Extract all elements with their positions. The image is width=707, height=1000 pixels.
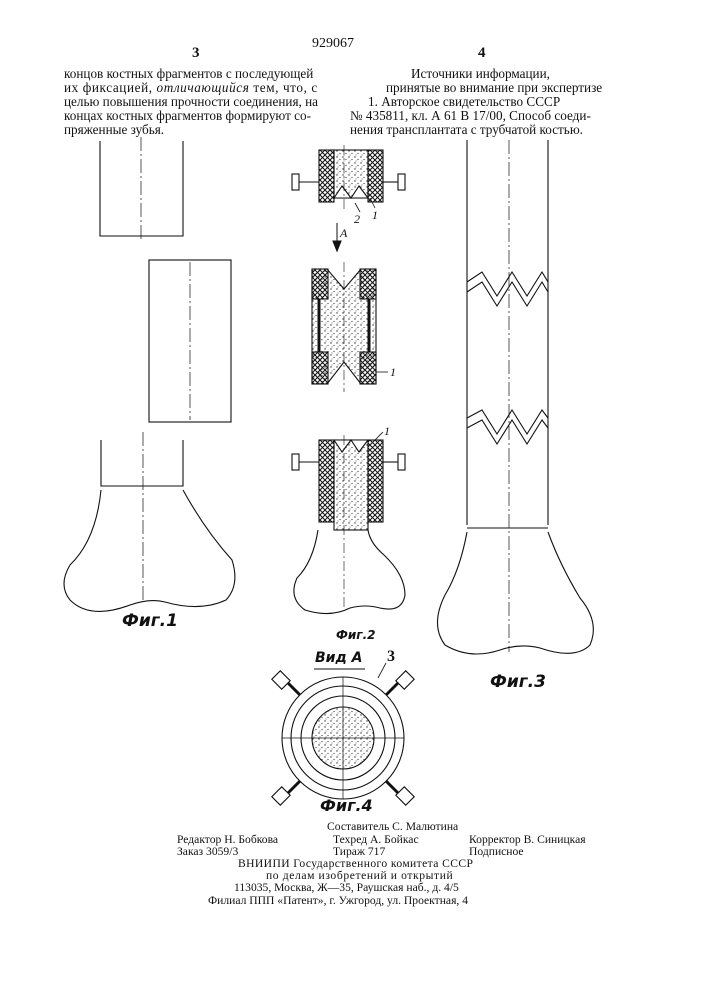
imprint-branch: Филиал ППП «Патент», г. Ужгород, ул. Про… bbox=[208, 895, 468, 908]
reference-2: 2 bbox=[354, 212, 360, 227]
imprint-composer: Составитель С. Малютина bbox=[327, 821, 458, 834]
reference-1-bottom: 1 bbox=[384, 424, 390, 439]
fig3-drawing bbox=[438, 140, 594, 654]
imprint-address: 113035, Москва, Ж—35, Раушская наб., д. … bbox=[234, 882, 459, 895]
reference-1-middle: 1 bbox=[390, 365, 396, 380]
fig4-caption: Фиг.4 bbox=[320, 796, 373, 815]
imprint-order: Заказ 3059/3 bbox=[177, 846, 238, 859]
fig1-drawing bbox=[64, 137, 235, 611]
view-a-label: Вид А bbox=[315, 650, 363, 666]
fig2-drawing bbox=[292, 145, 405, 614]
fig2-caption: Фиг.2 bbox=[336, 628, 376, 642]
imprint-subscription: Подписное bbox=[469, 846, 524, 859]
fig3-caption: Фиг.3 bbox=[490, 672, 546, 692]
arrow-a-label: А bbox=[340, 226, 347, 241]
reference-1-top: 1 bbox=[372, 208, 378, 223]
fig1-caption: Фиг.1 bbox=[122, 611, 178, 631]
fig4-drawing bbox=[272, 663, 414, 805]
reference-3: 3 bbox=[387, 648, 395, 666]
